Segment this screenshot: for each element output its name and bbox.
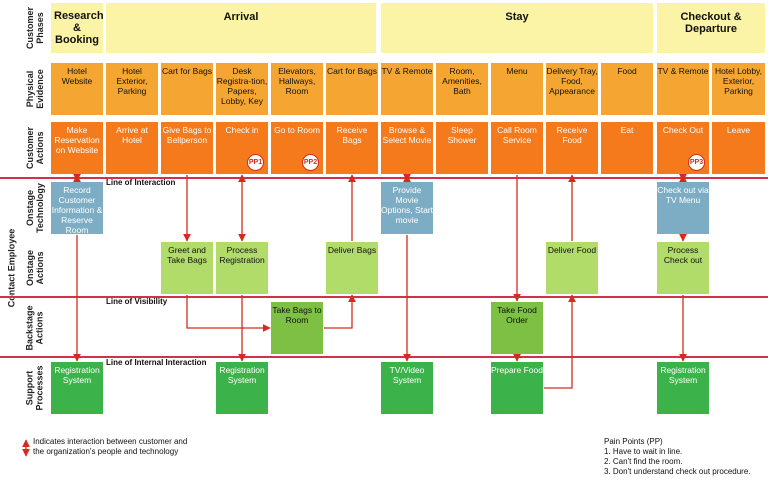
action-box: Arrive at Hotel bbox=[106, 122, 158, 174]
support-registration-system: Registration System bbox=[657, 362, 709, 414]
evidence-box: Elevators, Hallways, Room bbox=[271, 63, 323, 115]
action-box: Receive Bags bbox=[326, 122, 378, 174]
onstage-greet-take-bags: Greet and Take Bags bbox=[161, 242, 213, 294]
line-of-visibility bbox=[0, 296, 768, 298]
pain-points-title: Pain Points (PP) bbox=[604, 437, 663, 446]
action-box: Call Room Service bbox=[491, 122, 543, 174]
evidence-box: TV & Remote bbox=[381, 63, 433, 115]
action-box: Browse & Select Movie bbox=[381, 122, 433, 174]
evidence-box: Room, Amenities, Bath bbox=[436, 63, 488, 115]
line-of-visibility-label: Line of Visibility bbox=[106, 297, 168, 306]
evidence-box: Desk Registra-tion, Papers, Lobby, Key bbox=[216, 63, 268, 115]
arrow-prepare-food-to-deliver-food bbox=[544, 294, 576, 389]
action-box: Check in bbox=[216, 122, 268, 174]
action-box: Receive Food bbox=[546, 122, 598, 174]
support-tv-video-system: TV/Video System bbox=[381, 362, 433, 414]
support-registration-system: Registration System bbox=[51, 362, 103, 414]
pain-point-item: 1. Have to wait in line. bbox=[604, 447, 683, 456]
pain-point-badge-3: PP3 bbox=[688, 154, 705, 171]
technology-movie-options: Provide Movie Options, Start movie bbox=[381, 182, 433, 234]
phase-research: Research & Booking bbox=[51, 3, 104, 53]
onstage-deliver-food: Deliver Food bbox=[546, 242, 598, 294]
action-box: Leave bbox=[712, 122, 765, 174]
backstage-take-bags-to-room: Take Bags to Room bbox=[271, 302, 323, 354]
onstage-deliver-bags: Deliver Bags bbox=[326, 242, 378, 294]
technology-checkout-tv-menu: Check out via TV Menu bbox=[657, 182, 709, 234]
onstage-process-registration: Process Registration bbox=[216, 242, 268, 294]
arrow-take-bags-to-deliver-bags bbox=[324, 294, 356, 329]
evidence-box: TV & Remote bbox=[657, 63, 709, 115]
action-box: Eat bbox=[601, 122, 653, 174]
evidence-box: Cart for Bags bbox=[161, 63, 213, 115]
pain-points-panel: Pain Points (PP) 1. Have to wait in line… bbox=[604, 437, 764, 477]
pain-point-item: 3. Don't understand check out procedure. bbox=[604, 467, 751, 476]
phase-arrival: Arrival bbox=[106, 3, 376, 53]
line-of-internal-interaction-label: Line of Internal Interaction bbox=[106, 358, 207, 367]
action-box: Make Reservation on Website bbox=[51, 122, 103, 174]
line-of-interaction-label: Line of Interaction bbox=[106, 178, 176, 187]
line-of-interaction bbox=[0, 177, 768, 179]
evidence-box: Delivery Tray, Food, Appearance bbox=[546, 63, 598, 115]
support-prepare-food: Prepare Food bbox=[491, 362, 543, 414]
backstage-take-food-order: Take Food Order bbox=[491, 302, 543, 354]
pain-point-badge-2: PP2 bbox=[302, 154, 319, 171]
onstage-process-checkout: Process Check out bbox=[657, 242, 709, 294]
arrow-greet-to-take-bags bbox=[186, 295, 271, 332]
evidence-box: Hotel Lobby, Exterior, Parking bbox=[712, 63, 765, 115]
evidence-box: Hotel Exterior, Parking bbox=[106, 63, 158, 115]
action-box: Go to Room bbox=[271, 122, 323, 174]
evidence-box: Food bbox=[601, 63, 653, 115]
pain-point-badge-1: PP1 bbox=[247, 154, 264, 171]
pain-point-item: 2. Can't find the room. bbox=[604, 457, 683, 466]
evidence-box: Cart for Bags bbox=[326, 63, 378, 115]
phase-stay: Stay bbox=[381, 3, 653, 53]
support-registration-system: Registration System bbox=[216, 362, 268, 414]
technology-record-reservation: Record Customer Information & Reserve Ro… bbox=[51, 182, 103, 235]
action-box: Sleep Shower bbox=[436, 122, 488, 174]
action-box: Give Bags to Bellperson bbox=[161, 122, 213, 174]
line-of-internal-interaction bbox=[0, 356, 768, 358]
legend-text: Indicates interaction between customer a… bbox=[33, 437, 188, 456]
evidence-box: Menu bbox=[491, 63, 543, 115]
phase-checkout: Checkout & Departure bbox=[657, 3, 765, 53]
evidence-box: Hotel Website bbox=[51, 63, 103, 115]
